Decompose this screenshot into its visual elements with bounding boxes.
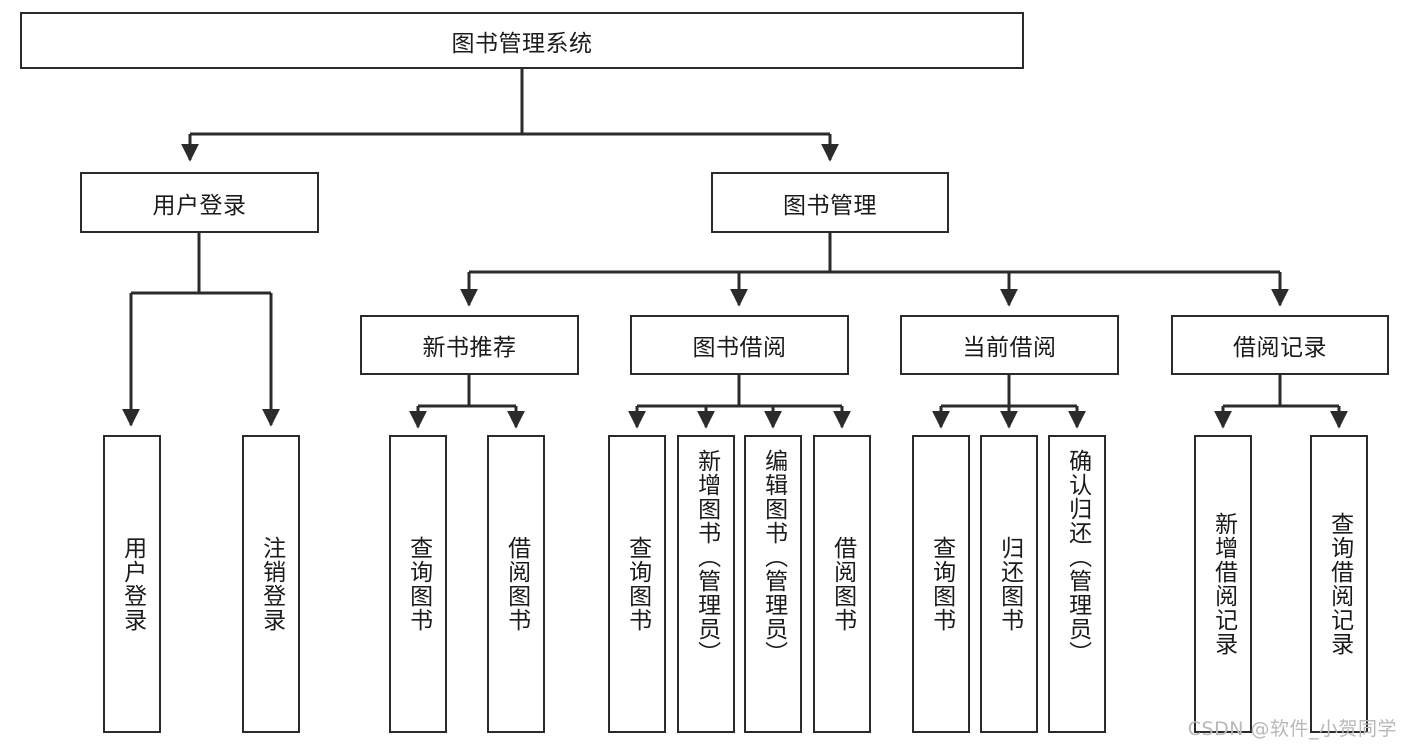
node-label: 新书推荐 xyxy=(422,335,517,361)
leaf-label: 新增借阅记录 xyxy=(1210,512,1237,656)
node-label: 图书借阅 xyxy=(692,335,787,361)
node-book-borrow[interactable]: 图书借阅 xyxy=(630,315,849,375)
leaf-label: 用户登录 xyxy=(119,536,146,632)
leaf-current-return-book[interactable]: 归还图书 xyxy=(980,435,1038,733)
node-user-login[interactable]: 用户登录 xyxy=(80,172,319,233)
leaf-label: 查询图书 xyxy=(624,536,651,632)
leaf-label: 确认归还（管理员） xyxy=(1064,449,1091,665)
node-label: 图书管理系统 xyxy=(451,30,593,57)
leaf-label: 借阅图书 xyxy=(503,536,530,632)
leaf-label: 注销登录 xyxy=(258,536,285,632)
leaf-current-query-book[interactable]: 查询图书 xyxy=(912,435,970,733)
leaf-record-query-record[interactable]: 查询借阅记录 xyxy=(1310,435,1368,733)
leaf-borrow-edit-book-admin[interactable]: 编辑图书（管理员） xyxy=(744,435,802,733)
leaf-user-login-login[interactable]: 用户登录 xyxy=(103,435,161,733)
node-root-system[interactable]: 图书管理系统 xyxy=(20,12,1024,69)
node-borrow-record[interactable]: 借阅记录 xyxy=(1171,315,1389,375)
leaf-label: 查询图书 xyxy=(928,536,955,632)
leaf-record-add-record[interactable]: 新增借阅记录 xyxy=(1194,435,1252,733)
leaf-current-confirm-return-admin[interactable]: 确认归还（管理员） xyxy=(1048,435,1106,733)
node-new-book-recommend[interactable]: 新书推荐 xyxy=(360,315,579,375)
node-label: 当前借阅 xyxy=(962,335,1057,361)
leaf-recommend-borrow-book[interactable]: 借阅图书 xyxy=(487,435,545,733)
node-label: 用户登录 xyxy=(152,192,247,219)
leaf-recommend-query-book[interactable]: 查询图书 xyxy=(389,435,447,733)
leaf-label: 编辑图书（管理员） xyxy=(760,449,787,665)
leaf-label: 新增图书（管理员） xyxy=(693,449,720,665)
leaf-borrow-query-book[interactable]: 查询图书 xyxy=(608,435,666,733)
node-current-borrow[interactable]: 当前借阅 xyxy=(900,315,1119,375)
leaf-borrow-add-book-admin[interactable]: 新增图书（管理员） xyxy=(677,435,735,733)
leaf-label: 归还图书 xyxy=(996,536,1023,632)
leaf-label: 查询图书 xyxy=(405,536,432,632)
watermark-text: CSDN @软件_小贺同学 xyxy=(1187,718,1397,740)
leaf-label: 查询借阅记录 xyxy=(1326,512,1353,656)
node-label: 图书管理 xyxy=(783,192,877,219)
leaf-borrow-borrow-book[interactable]: 借阅图书 xyxy=(813,435,871,733)
node-book-management[interactable]: 图书管理 xyxy=(711,172,949,233)
leaf-label: 借阅图书 xyxy=(829,536,856,632)
leaf-user-login-logout[interactable]: 注销登录 xyxy=(242,435,300,733)
node-label: 借阅记录 xyxy=(1233,335,1327,361)
